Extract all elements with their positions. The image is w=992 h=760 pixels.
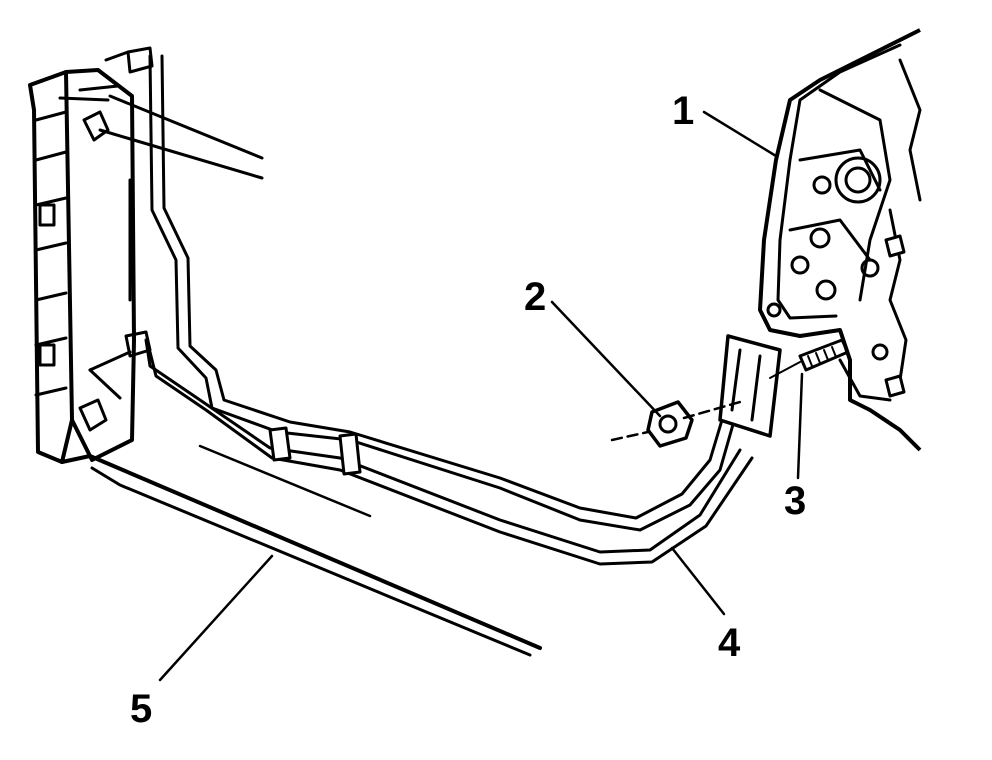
callout-2: 2 — [524, 275, 546, 319]
leader-line-1 — [702, 110, 778, 158]
line-bracket — [718, 334, 782, 438]
leader-line-4 — [670, 546, 726, 616]
radiator — [28, 68, 542, 657]
nut — [610, 400, 742, 448]
transmission-case — [758, 28, 922, 452]
lower-fitting — [78, 330, 152, 432]
callout-5: 5 — [130, 687, 152, 731]
upper-cooler-lines — [98, 94, 264, 180]
leader-line-2 — [550, 300, 662, 418]
callout-4: 4 — [718, 621, 741, 665]
callout-1: 1 — [672, 89, 694, 133]
callout-3: 3 — [784, 479, 806, 523]
cooler-lines — [144, 54, 754, 566]
stud — [769, 338, 850, 379]
leader-line-3 — [796, 372, 804, 480]
upper-fitting — [58, 46, 154, 142]
leader-line-5 — [158, 554, 274, 682]
